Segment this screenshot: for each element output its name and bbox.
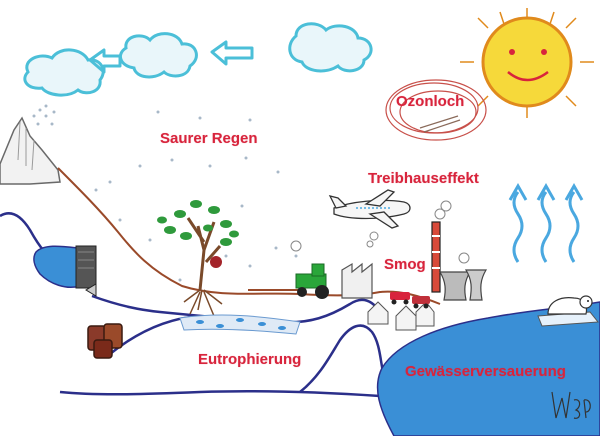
ground-line <box>57 167 441 305</box>
label-eutrophierung: Eutrophierung <box>198 351 302 368</box>
label-gewaesserversauerung: Gewässerversauerung <box>405 363 566 380</box>
sea <box>376 301 600 436</box>
label-treibhauseffekt: Treibhauseffekt <box>368 170 479 187</box>
reservoir-lake <box>33 245 84 288</box>
airplane-icon <box>328 189 411 229</box>
label-ozonloch: Ozonloch <box>396 93 465 110</box>
wind-arrow-icon <box>210 40 254 66</box>
label-smog: Smog <box>384 256 426 273</box>
signature-icon <box>551 391 591 419</box>
car-icon <box>390 292 430 309</box>
underground-river <box>299 324 388 393</box>
eutrophication-sediment <box>179 314 301 335</box>
label-saurer-regen: Saurer Regen <box>160 130 258 147</box>
tractor-icon <box>248 263 329 299</box>
cloud-icon <box>118 32 198 79</box>
barrel-icon <box>87 323 123 359</box>
tree-icon <box>157 200 239 317</box>
rain-icon <box>94 110 298 282</box>
polar-bear-icon <box>537 295 599 327</box>
cloud-icon <box>23 48 105 97</box>
wind-arrow-icon <box>88 48 122 74</box>
sun-icon <box>460 8 594 118</box>
underground-river <box>59 389 431 402</box>
mountain-icon <box>0 104 61 185</box>
cloud-icon <box>288 22 373 73</box>
dam-icon <box>75 245 97 297</box>
ozone-hole-icon <box>385 79 487 141</box>
factory-icon <box>341 221 488 301</box>
heat-arrow-icon <box>508 182 584 263</box>
smoke <box>290 200 470 264</box>
